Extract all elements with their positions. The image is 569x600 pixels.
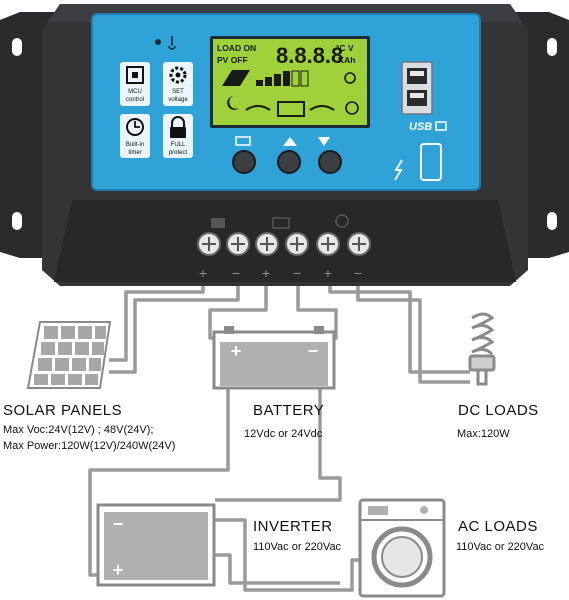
battery-spec: 12Vdc or 24Vdc (244, 428, 323, 440)
svg-text:Built-in: Built-in (126, 142, 144, 148)
screw-terminals (197, 232, 371, 256)
svg-text:MCU: MCU (128, 89, 142, 95)
lcd-unit-bottom: KAh (338, 55, 355, 65)
battery-plus: + (231, 341, 242, 361)
feature-built-in-timer: Built-in timer (120, 114, 150, 158)
mount-hole-bl (12, 212, 22, 230)
washing-machine-illustration (358, 498, 446, 598)
battery-minus: − (308, 341, 319, 361)
battery-title: BATTERY (253, 402, 325, 419)
wire-ac-2 (215, 553, 340, 585)
inverter-minus: − (113, 514, 124, 534)
ac-loads-title: AC LOADS (458, 518, 538, 535)
polarity-sign: + (262, 265, 270, 281)
inverter-spec: 110Vac or 220Vac (253, 541, 342, 553)
svg-text:FULL: FULL (171, 142, 186, 148)
inverter-title: INVERTER (253, 518, 333, 535)
usb-ports (401, 61, 433, 115)
terminal-screw (226, 232, 250, 256)
wire-inverter-negative (215, 380, 342, 502)
terminal-screw (255, 232, 279, 256)
wire-dc-negative (356, 270, 470, 384)
lcd-solar-icon (222, 70, 250, 86)
thermometer-icon (168, 36, 176, 50)
solar-panel-illustration (26, 321, 112, 389)
feature-mcu-control: MCU control (120, 62, 150, 106)
battery-terminal-icon (272, 217, 290, 229)
phone-icon (420, 143, 442, 181)
inverter-plus: + (113, 560, 124, 580)
lcd-clock-icon (345, 101, 359, 115)
solar-terminal-icon (211, 218, 225, 228)
status-led (155, 39, 161, 45)
polarity-sign: + (199, 265, 207, 281)
dc-loads-spec: Max:120W (457, 428, 510, 440)
terminal-screw (316, 232, 340, 256)
polarity-sign: − (232, 265, 240, 281)
wire-ac-1 (215, 518, 368, 592)
lcd-unit-top: °C V (336, 43, 354, 53)
polarity-sign: − (293, 265, 301, 281)
usb-battery-icon (435, 121, 447, 131)
cfl-bulb-illustration (468, 312, 496, 386)
lcd-load-on: LOAD ON (217, 43, 256, 53)
polarity-signs: + − + − + − (199, 265, 362, 281)
lcd-arrow-icon-2 (309, 105, 335, 111)
wires (88, 270, 470, 592)
lcd-arrow-icon (245, 105, 271, 111)
chip-icon (126, 66, 144, 84)
mount-hole-br (547, 212, 557, 230)
terminal-block (54, 200, 516, 282)
feature-full-protect: FULL protect (163, 114, 193, 158)
lock-icon (171, 116, 185, 127)
ac-loads-spec: 110Vac or 220Vac (456, 541, 545, 553)
terminal-screw (285, 232, 309, 256)
svg-text:SET: SET (172, 89, 184, 95)
polarity-sign: − (354, 265, 362, 281)
lcd-digits: 8.8.8.8 (276, 43, 343, 68)
lcd-display: LOAD ON PV OFF 8.8.8.8 °C V KAh (210, 36, 370, 128)
mount-hole-tl (12, 38, 22, 56)
svg-text:timer: timer (128, 150, 141, 156)
lcd-battery-icon (277, 101, 305, 117)
lightning-icon (394, 159, 403, 181)
solar-panels-title: SOLAR PANELS (3, 402, 123, 419)
mount-hole-tr (547, 38, 557, 56)
svg-text:control: control (126, 97, 144, 103)
svg-text:voltage: voltage (168, 97, 188, 103)
feature-set-voltage: SET voltage (163, 62, 193, 106)
usb-label: USB (409, 121, 432, 133)
gear-icon (169, 66, 187, 84)
terminal-screw (347, 232, 371, 256)
wire-solar-negative (109, 270, 240, 374)
lcd-pv-off: PV OFF (217, 55, 248, 65)
down-triangle-icon (318, 137, 330, 146)
battery-illustration: + − (212, 326, 336, 390)
up-triangle-icon (283, 137, 297, 146)
polarity-sign: + (324, 265, 332, 281)
lcd-moon-icon (227, 96, 239, 110)
lcd-bar-graph (256, 70, 309, 87)
terminal-screw (197, 232, 221, 256)
solar-voc-spec: Max Voc:24V(12V) ; 48V(24V); (3, 424, 154, 436)
dc-loads-title: DC LOADS (458, 402, 539, 419)
bulb-terminal-icon (335, 214, 349, 228)
inverter-illustration: − + (96, 503, 216, 587)
solar-power-spec: Max Power:120W(12V)/240W(24V) (3, 440, 176, 452)
menu-button[interactable] (232, 150, 256, 174)
svg-text:protect: protect (169, 150, 188, 156)
clock-icon (126, 118, 144, 136)
charge-controller: MCU control SET voltage Built-in timer F… (0, 4, 569, 286)
down-button[interactable] (318, 150, 342, 174)
up-button[interactable] (277, 150, 301, 174)
lcd-bulb-icon (344, 72, 356, 84)
battery-key-icon (235, 136, 251, 146)
